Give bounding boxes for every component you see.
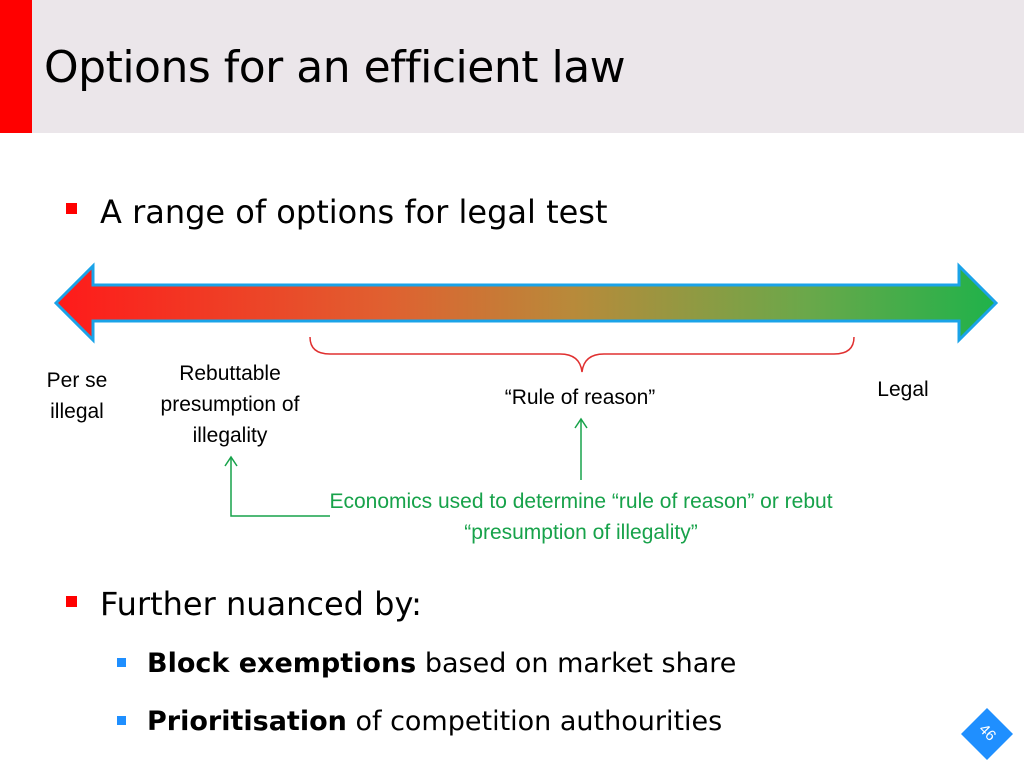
label-rebuttable-presumption: Rebuttable presumption of illegality [160,362,300,447]
spectrum-arrow-shape [53,262,999,344]
pointer-arrow-rebuttable [224,455,330,517]
economics-note: Economics used to determine “rule of rea… [329,490,833,544]
page-number-badge [961,708,1013,760]
rule-of-reason-brace [309,336,855,373]
block-exemptions-term: Block exemptions [147,648,417,679]
spectrum-arrow [53,262,999,517]
bullet-range-of-options: A range of options for legal test [100,193,608,231]
title-bar [0,0,1024,133]
block-exemptions-rest: based on market share [416,648,737,679]
pointer-arrow-rule-of-reason [574,417,588,480]
sub-bullet-marker [117,716,126,725]
bullet-marker [66,596,77,607]
sub-bullet-prioritisation: Prioritisation of competition authouriti… [147,703,722,741]
bullet-further-nuanced: Further nuanced by: [100,585,422,623]
label-per-se-illegal: Per se illegal [46,369,108,423]
sub-bullet-block-exemptions: Block exemptions based on market share [147,645,736,683]
prioritisation-rest: of competition authourities [346,706,723,737]
prioritisation-term: Prioritisation [147,706,347,737]
sub-bullet-marker [117,658,126,667]
title-accent-bar [0,0,32,133]
bullet-marker [66,203,77,214]
slide-title: Options for an efficient law [44,42,626,93]
label-legal: Legal [877,378,929,401]
label-rule-of-reason: “Rule of reason” [504,386,656,409]
